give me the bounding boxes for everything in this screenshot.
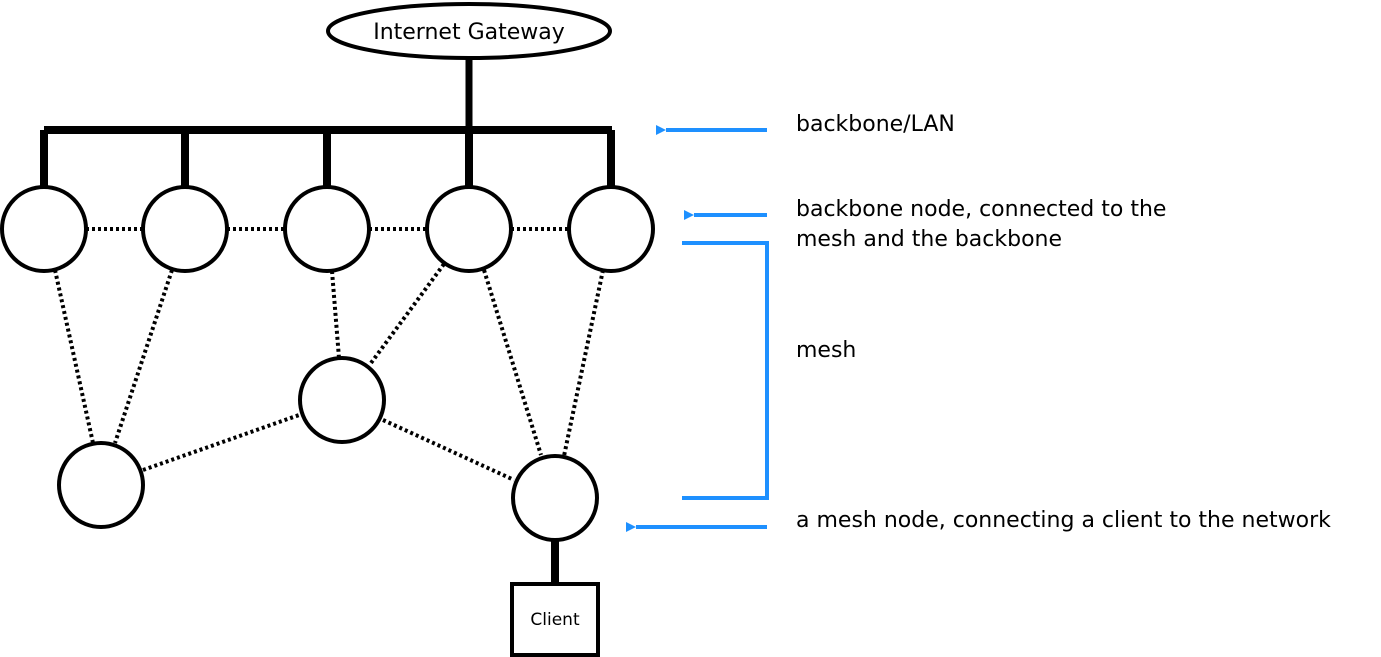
- backbone-label: backbone/LAN: [796, 112, 955, 137]
- backbone-node: [0, 185, 88, 273]
- mesh-link: [562, 269, 605, 457]
- backbone-node: [567, 185, 655, 273]
- mesh-node: [298, 356, 386, 444]
- backbone-node: [283, 185, 371, 273]
- mesh-label: mesh: [796, 338, 856, 363]
- mesh-link: [482, 269, 543, 456]
- mesh-link: [369, 262, 446, 365]
- backbone-drops: [40, 130, 615, 188]
- backbone-node-label-line2: mesh and the backbone: [796, 227, 1062, 252]
- mesh-link: [142, 412, 303, 472]
- backbone-node-label-line1: backbone node, connected to the: [796, 197, 1166, 222]
- gateway-label: Internet Gateway: [373, 20, 565, 45]
- mesh-link: [53, 269, 95, 444]
- mesh-link: [330, 270, 341, 359]
- backbone-node: [141, 185, 229, 273]
- internet-gateway: Internet Gateway: [326, 2, 612, 60]
- mesh-link: [382, 418, 515, 482]
- client-mesh-node: [511, 454, 599, 542]
- mesh-bracket: [682, 241, 769, 500]
- mesh-node-label: a mesh node, connecting a client to the …: [796, 508, 1331, 533]
- client-box: [510, 582, 600, 657]
- annotation-labels: backbone/LAN backbone node, connected to…: [796, 112, 1331, 533]
- client: Client: [510, 582, 600, 657]
- mesh-link: [113, 269, 174, 444]
- mesh-nodes: [57, 356, 599, 542]
- annotation-arrows: [626, 125, 769, 532]
- backbone-node: [425, 185, 513, 273]
- mesh-node: [57, 441, 145, 529]
- mesh-links: [53, 227, 605, 482]
- backbone-nodes: [0, 185, 655, 273]
- client-label: Client: [530, 610, 580, 630]
